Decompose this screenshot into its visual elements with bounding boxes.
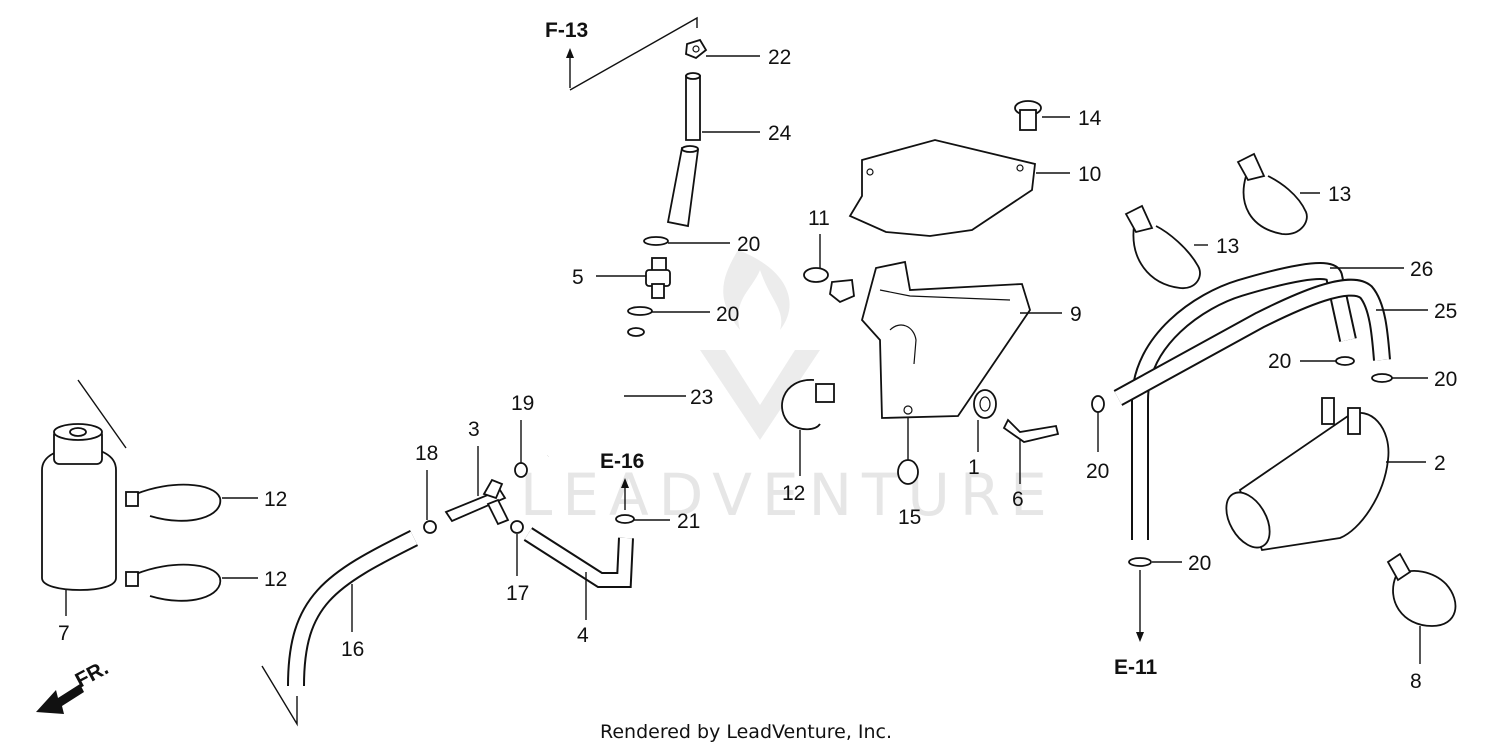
part-12-strap-a[interactable]: 12	[125, 483, 287, 522]
part-24-hose[interactable]: 24	[666, 72, 792, 228]
footer-credit: Rendered by LeadVenture, Inc.	[600, 721, 892, 743]
part-16-hose[interactable]: 16	[261, 529, 419, 727]
callout-20b[interactable]: 20	[716, 303, 739, 326]
part-20-clip-d[interactable]: 20	[1371, 368, 1457, 391]
callout-12c[interactable]: 12	[782, 482, 805, 505]
part-20-clip-a[interactable]: 20	[643, 233, 760, 256]
part-20-clip-b[interactable]: 20	[627, 303, 739, 326]
part-20-clip-e[interactable]: 20	[1086, 395, 1109, 483]
callout-20e[interactable]: 20	[1086, 460, 1109, 483]
part-13-strap-b[interactable]: 13	[1124, 204, 1239, 289]
ref-f13-label[interactable]: F-13	[545, 19, 588, 42]
callout-10[interactable]: 10	[1078, 163, 1101, 186]
callout-16[interactable]: 16	[341, 638, 364, 661]
part-6-elbow[interactable]: 6	[1002, 418, 1060, 511]
part-19-clip[interactable]: 19	[511, 392, 534, 478]
watermark: LEADVENTURE	[520, 250, 1057, 529]
part-13-strap-a[interactable]: 13	[1236, 152, 1351, 235]
part-8-clamp[interactable]: 8	[1386, 552, 1457, 693]
callout-5[interactable]: 5	[572, 266, 584, 289]
callout-17[interactable]: 17	[506, 582, 529, 605]
callout-19[interactable]: 19	[511, 392, 534, 415]
callout-15[interactable]: 15	[898, 506, 921, 529]
callout-20c[interactable]: 20	[1268, 350, 1291, 373]
part-12-strap-b[interactable]: 12	[125, 563, 287, 602]
part-20-clip-f[interactable]: 20	[1128, 552, 1211, 575]
callout-7[interactable]: 7	[58, 622, 70, 645]
front-arrow-icon	[36, 684, 84, 714]
callout-21[interactable]: 21	[677, 510, 700, 533]
callout-1[interactable]: 1	[968, 456, 980, 479]
callout-12a[interactable]: 12	[264, 488, 287, 511]
ref-f13-leader	[569, 16, 698, 91]
callout-25[interactable]: 25	[1434, 300, 1457, 323]
watermark-text: LEADVENTURE	[520, 461, 1057, 529]
part-25-hose[interactable]: 25	[1113, 278, 1457, 406]
callout-13b[interactable]: 13	[1216, 235, 1239, 258]
part-17-clip[interactable]: 17	[506, 520, 529, 605]
part-11-clip[interactable]: 11	[803, 207, 855, 304]
part-22-clip[interactable]: 22	[685, 38, 791, 69]
callout-23[interactable]: 23	[690, 386, 713, 409]
callout-11[interactable]: 11	[808, 207, 830, 230]
callout-20f[interactable]: 20	[1188, 552, 1211, 575]
part-9-tray[interactable]: 9	[861, 260, 1082, 419]
ref-f13[interactable]: F-13	[545, 16, 698, 91]
part-15-grommet[interactable]: 15	[897, 418, 921, 529]
part-7-bottle[interactable]: 7	[41, 379, 127, 645]
callout-22[interactable]: 22	[768, 46, 791, 69]
part-21-clip[interactable]: 21	[615, 510, 700, 533]
part-26-hose[interactable]: 26	[1131, 258, 1433, 540]
part-12-strap-c[interactable]: 12	[781, 379, 835, 505]
callout-2[interactable]: 2	[1434, 452, 1446, 475]
part-3-tee[interactable]: 3	[444, 418, 510, 526]
callout-24[interactable]: 24	[768, 122, 792, 145]
ref-e16-label[interactable]: E-16	[600, 450, 644, 473]
part-14-fastener[interactable]: 14	[1014, 100, 1102, 131]
callout-14[interactable]: 14	[1078, 107, 1102, 130]
callout-20d[interactable]: 20	[1434, 368, 1457, 391]
part-23-hose[interactable]: 23	[544, 327, 713, 463]
part-2-canister[interactable]: 2	[1217, 397, 1446, 555]
callout-12b[interactable]: 12	[264, 568, 287, 591]
ref-e11[interactable]: E-11	[1114, 570, 1158, 679]
part-1-grommet[interactable]: 1	[968, 389, 997, 479]
part-10-lid[interactable]: 10	[848, 139, 1101, 237]
callout-9[interactable]: 9	[1070, 303, 1082, 326]
ref-f13-arrowhead	[566, 48, 574, 58]
part-4-hose[interactable]: 4	[523, 527, 634, 647]
ref-e16[interactable]: E-16	[600, 450, 644, 510]
callout-26[interactable]: 26	[1410, 258, 1433, 281]
callout-8[interactable]: 8	[1410, 670, 1422, 693]
part-5-valve[interactable]: 5	[572, 257, 671, 299]
callout-13a[interactable]: 13	[1328, 183, 1351, 206]
callout-6[interactable]: 6	[1012, 488, 1024, 511]
callout-3[interactable]: 3	[468, 418, 480, 441]
front-direction-indicator: FR.	[36, 656, 112, 714]
ref-e11-label[interactable]: E-11	[1114, 656, 1158, 679]
part-20-clip-c[interactable]: 20	[1268, 350, 1355, 373]
callout-18[interactable]: 18	[415, 442, 438, 465]
callout-4[interactable]: 4	[577, 624, 589, 647]
callout-20a[interactable]: 20	[737, 233, 760, 256]
part-18-clip[interactable]: 18	[415, 442, 438, 534]
